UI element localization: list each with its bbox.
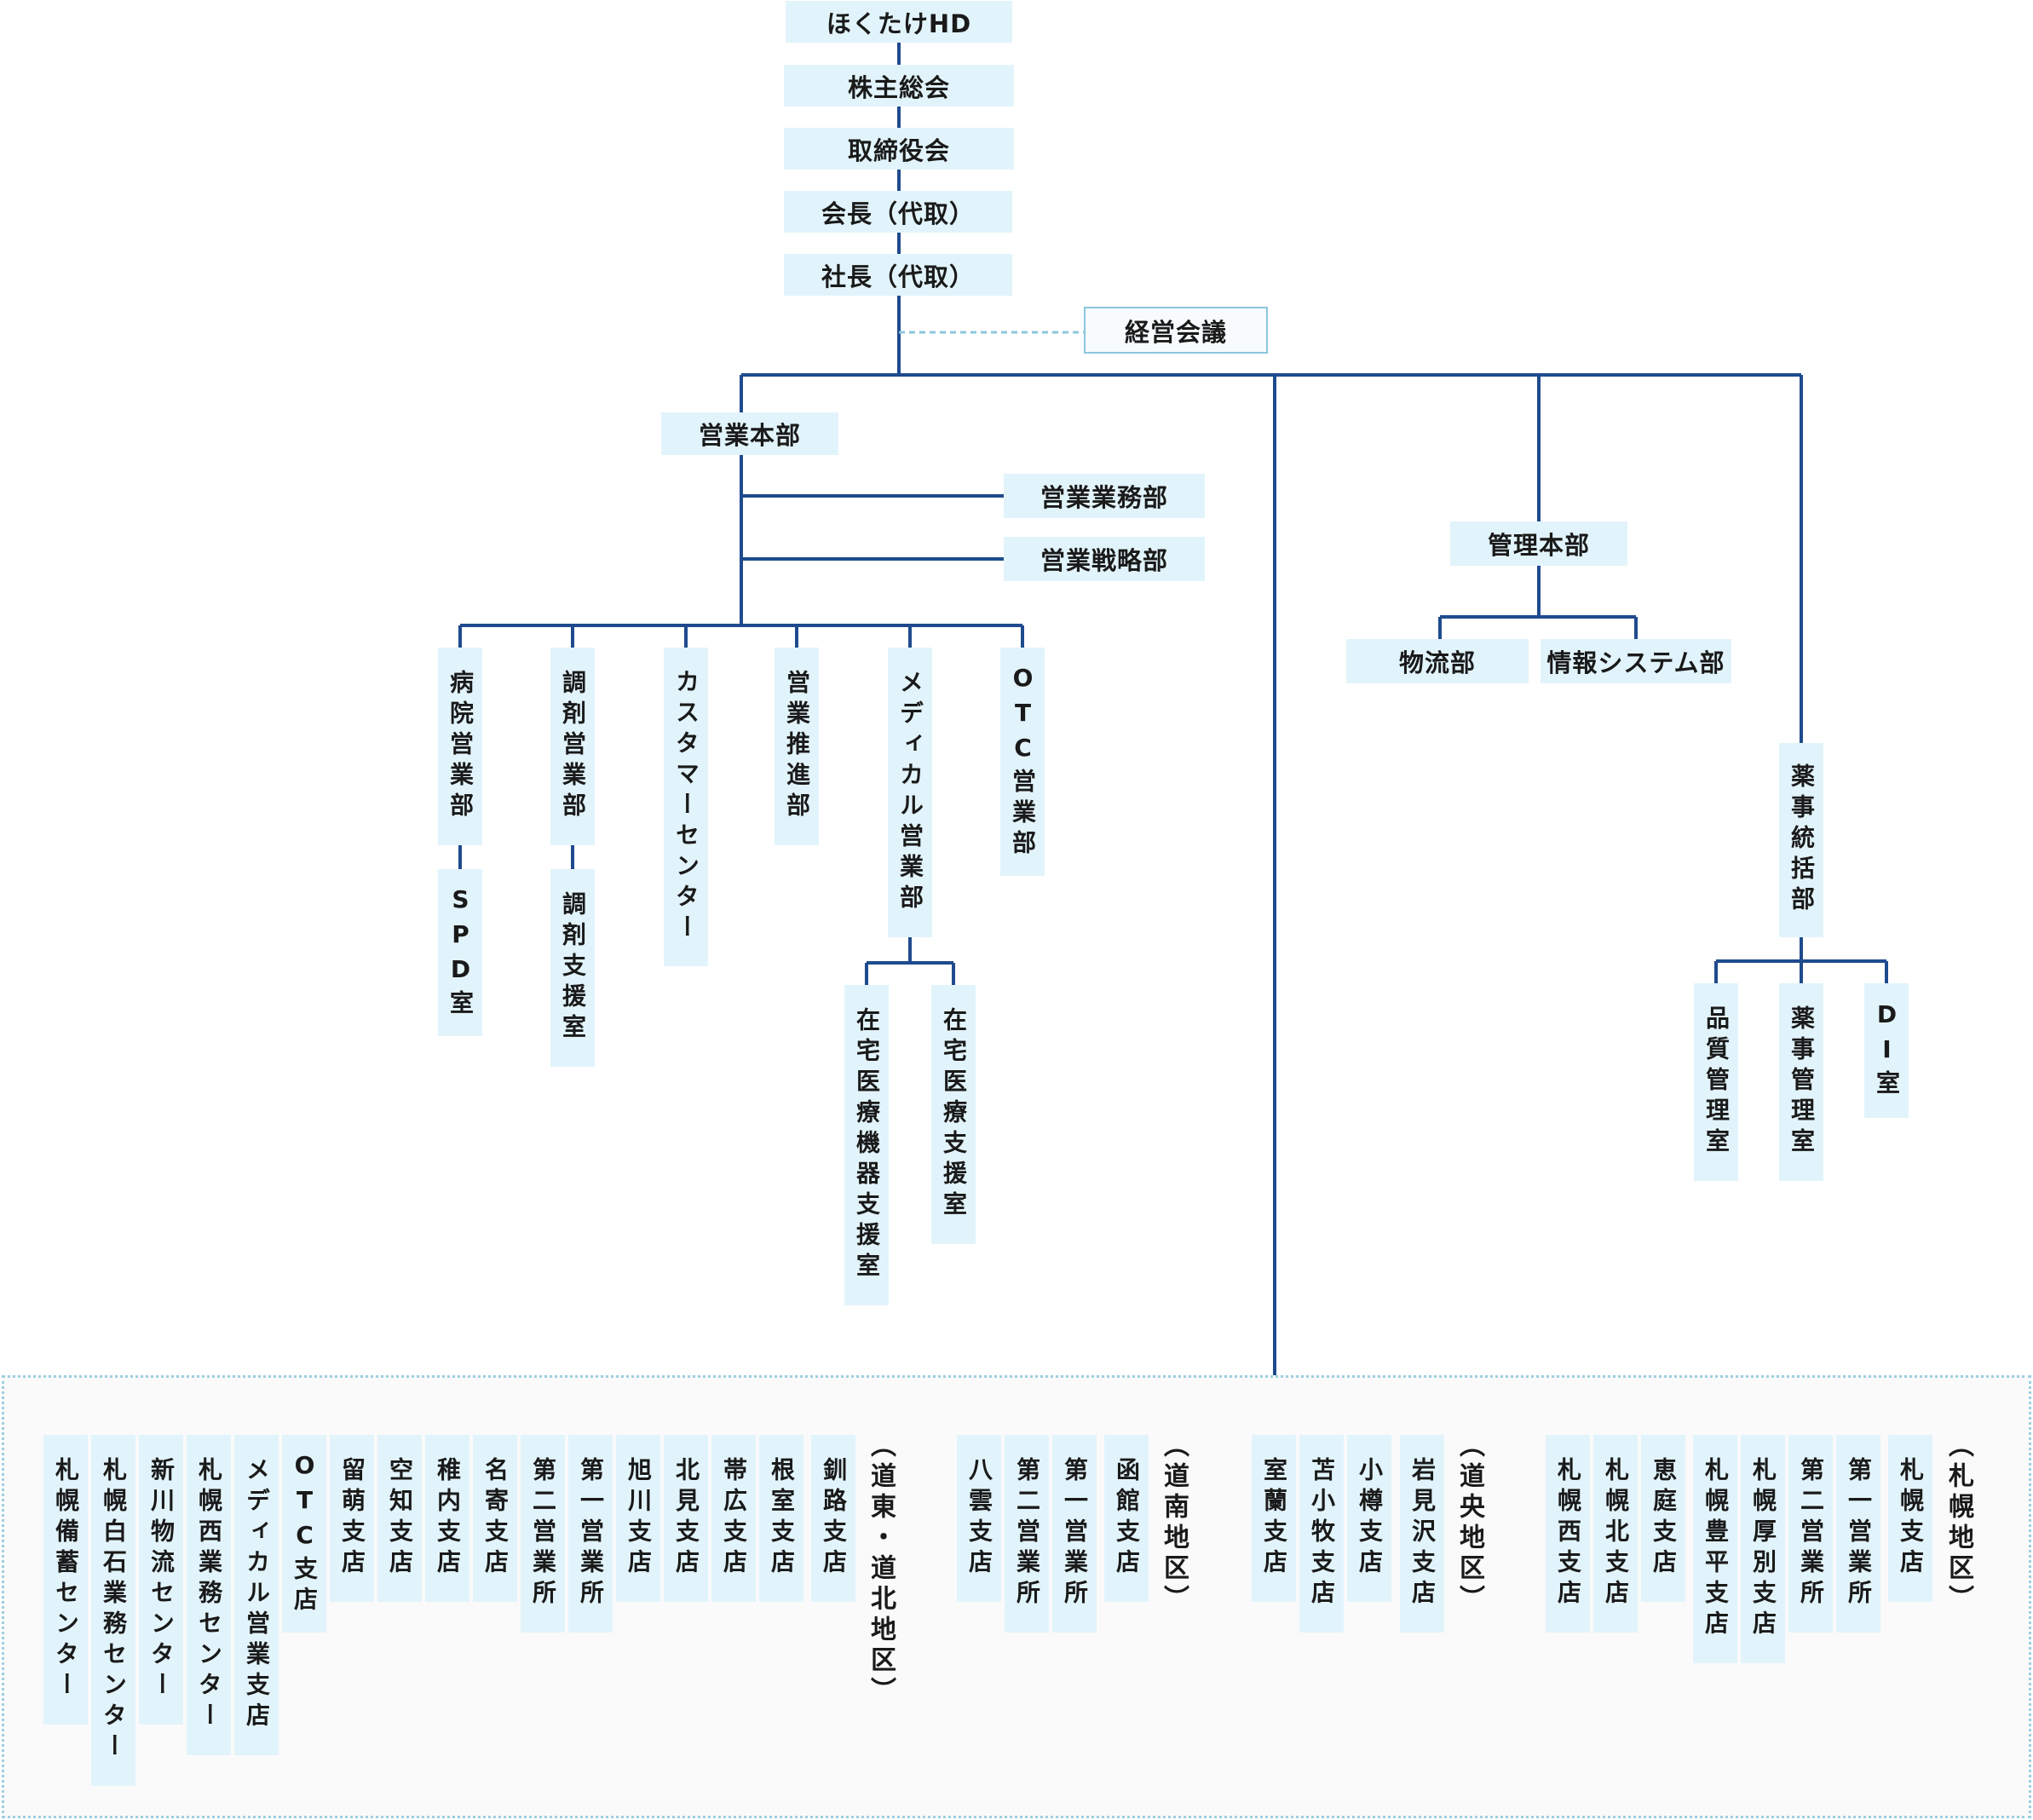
region-label-sapporo: （札幌地区）	[1944, 1431, 1973, 1616]
otc-sales-box: OTC営業部	[1000, 648, 1045, 876]
branch-box: 函館支店	[1104, 1435, 1149, 1602]
branch-box: メディカル営業支店	[234, 1435, 279, 1755]
branch-box: 第二営業所	[521, 1435, 565, 1633]
admin-headquarters-box: 管理本部	[1450, 521, 1627, 566]
branch-box: 恵庭支店	[1641, 1435, 1685, 1602]
sales-headquarters-box: 営業本部	[661, 412, 838, 455]
branch-box: 札幌備蓄センター	[43, 1435, 88, 1725]
board-box: 取締役会	[784, 128, 1014, 170]
branch-box: OTC支店	[282, 1435, 326, 1633]
home-equipment-support-box: 在宅医療機器支援室	[844, 985, 889, 1305]
branch-box: 札幌豊平支店	[1693, 1435, 1737, 1663]
dispensing-sales-box: 調剤営業部	[550, 648, 595, 845]
branch-box: 名寄支店	[473, 1435, 517, 1602]
branch-box: 留萌支店	[330, 1435, 374, 1602]
branch-box: 札幌北支店	[1593, 1435, 1638, 1633]
branch-box: 釧路支店	[811, 1435, 855, 1602]
hospital-sales-box: 病院営業部	[438, 648, 482, 845]
branch-box: 岩見沢支店	[1400, 1435, 1444, 1633]
logistics-box: 物流部	[1346, 639, 1529, 683]
region-label-doto-dohoku: （道東・道北地区）	[866, 1431, 896, 1708]
region-label-dochuo: （道央地区）	[1454, 1431, 1484, 1616]
home-care-support-box: 在宅医療支援室	[931, 985, 976, 1244]
branch-box: 帯広支店	[711, 1435, 756, 1602]
branch-box: 札幌西業務センター	[187, 1435, 231, 1755]
branch-box: 第一営業所	[1836, 1435, 1880, 1633]
dispensing-support-box: 調剤支援室	[550, 869, 595, 1067]
info-systems-box: 情報システム部	[1541, 639, 1731, 683]
holdings-box: ほくたけHD	[786, 1, 1012, 43]
branch-box: 空知支店	[377, 1435, 422, 1602]
sales-promotion-box: 営業推進部	[775, 648, 819, 845]
branch-box: 室蘭支店	[1252, 1435, 1296, 1602]
region-label-donan: （道南地区）	[1159, 1431, 1189, 1616]
spd-room-box: SPD室	[438, 869, 482, 1036]
branch-box: 稚内支店	[425, 1435, 469, 1602]
branch-box: 札幌支店	[1888, 1435, 1932, 1602]
management-meeting-box: 経営会議	[1084, 307, 1268, 354]
branch-box: 札幌白石業務センター	[91, 1435, 135, 1786]
sales-operations-box: 営業業務部	[1004, 474, 1205, 518]
branch-box: 札幌厚別支店	[1741, 1435, 1785, 1663]
branch-box: 第二営業所	[1788, 1435, 1833, 1633]
president-box: 社長（代取）	[784, 254, 1012, 296]
medical-sales-box: メディカル営業部	[888, 648, 932, 937]
quality-control-box: 品質管理室	[1694, 983, 1738, 1181]
branch-box: 新川物流センター	[139, 1435, 183, 1725]
branch-box: 苫小牧支店	[1299, 1435, 1344, 1633]
branch-box: 根室支店	[759, 1435, 803, 1602]
branch-box: 小樽支店	[1347, 1435, 1391, 1602]
regulatory-control-box: 薬事管理室	[1779, 983, 1823, 1181]
branch-box: 第一営業所	[1052, 1435, 1097, 1633]
branch-box: 第一営業所	[568, 1435, 613, 1633]
customer-center-box: カスタマーセンター	[664, 648, 708, 966]
branch-box: 八雲支店	[957, 1435, 1001, 1602]
sales-strategy-box: 営業戦略部	[1004, 537, 1205, 581]
branch-box: 第二営業所	[1005, 1435, 1049, 1633]
branch-box: 北見支店	[664, 1435, 708, 1602]
di-room-box: DI室	[1864, 983, 1909, 1118]
pharma-division-box: 薬事統括部	[1779, 743, 1823, 937]
branch-box: 札幌西支店	[1546, 1435, 1590, 1633]
shareholders-meeting-box: 株主総会	[784, 65, 1014, 107]
branch-box: 旭川支店	[616, 1435, 660, 1602]
chairman-box: 会長（代取）	[784, 191, 1012, 233]
